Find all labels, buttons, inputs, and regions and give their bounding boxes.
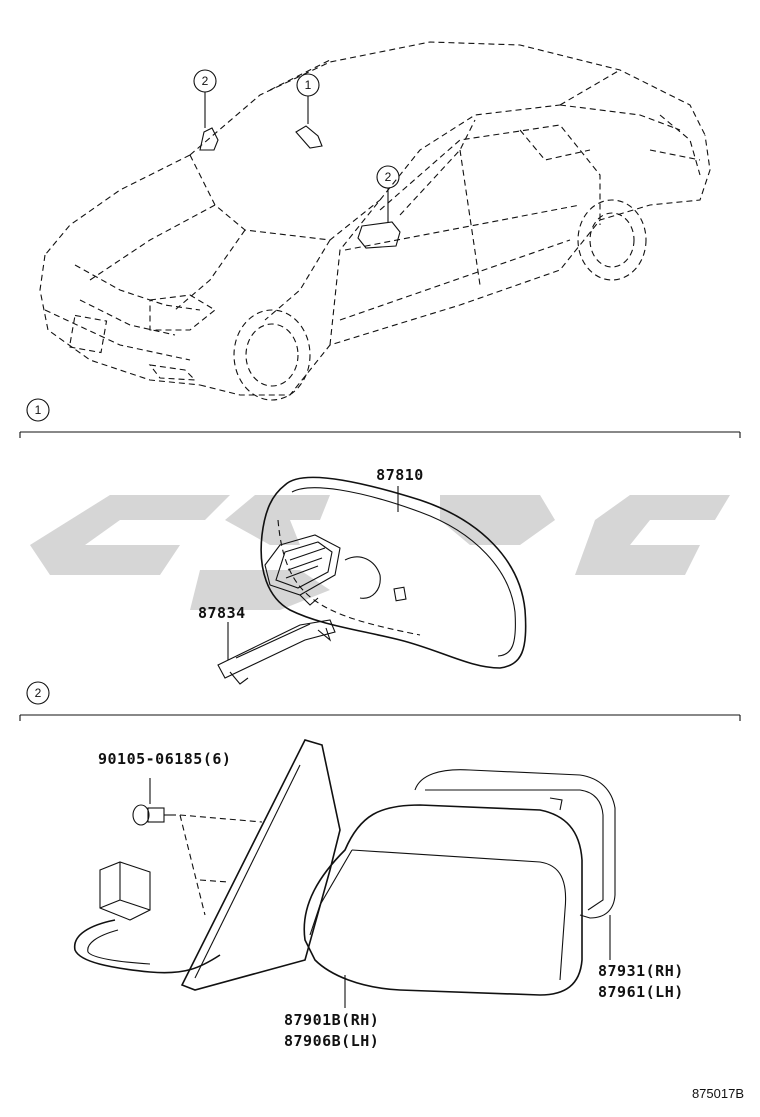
car-callout-1: 1 [296,73,320,97]
part-label-87906b: 87906B(LH) [284,1032,379,1050]
svg-text:2: 2 [385,170,392,184]
screw-drawing [132,778,263,916]
car-callout-2b: 2 [376,165,400,189]
part-label-87931: 87931(RH) [598,962,684,980]
inner-mirror-drawing [260,476,527,669]
svg-text:2: 2 [202,74,209,88]
car-inner-mirror-shape [295,125,323,149]
car-callout-2a: 2 [193,69,217,93]
car-outer-mirror-right-shape [357,221,401,249]
section-2-marker: 2 [26,681,50,705]
part-label-87961: 87961(LH) [598,983,684,1001]
part-label-87834: 87834 [198,604,246,622]
part-label-screw: 90105-06185(6) [98,750,231,768]
watermark-logo [30,495,730,610]
section-1-marker: 1 [26,398,50,422]
part-label-87901b: 87901B(RH) [284,1011,379,1029]
car-outer-mirror-left-shape [199,127,219,151]
diagram-reference: 875017B [692,1086,744,1101]
part-label-87810: 87810 [376,466,424,484]
svg-text:1: 1 [35,403,42,417]
car-illustration [39,41,711,401]
mirror-stay-drawing [217,619,336,685]
outer-mirror-drawing [74,739,616,1008]
section-1-divider [19,431,741,438]
section-2-divider [19,714,741,721]
svg-text:2: 2 [35,686,42,700]
svg-text:1: 1 [305,78,312,92]
